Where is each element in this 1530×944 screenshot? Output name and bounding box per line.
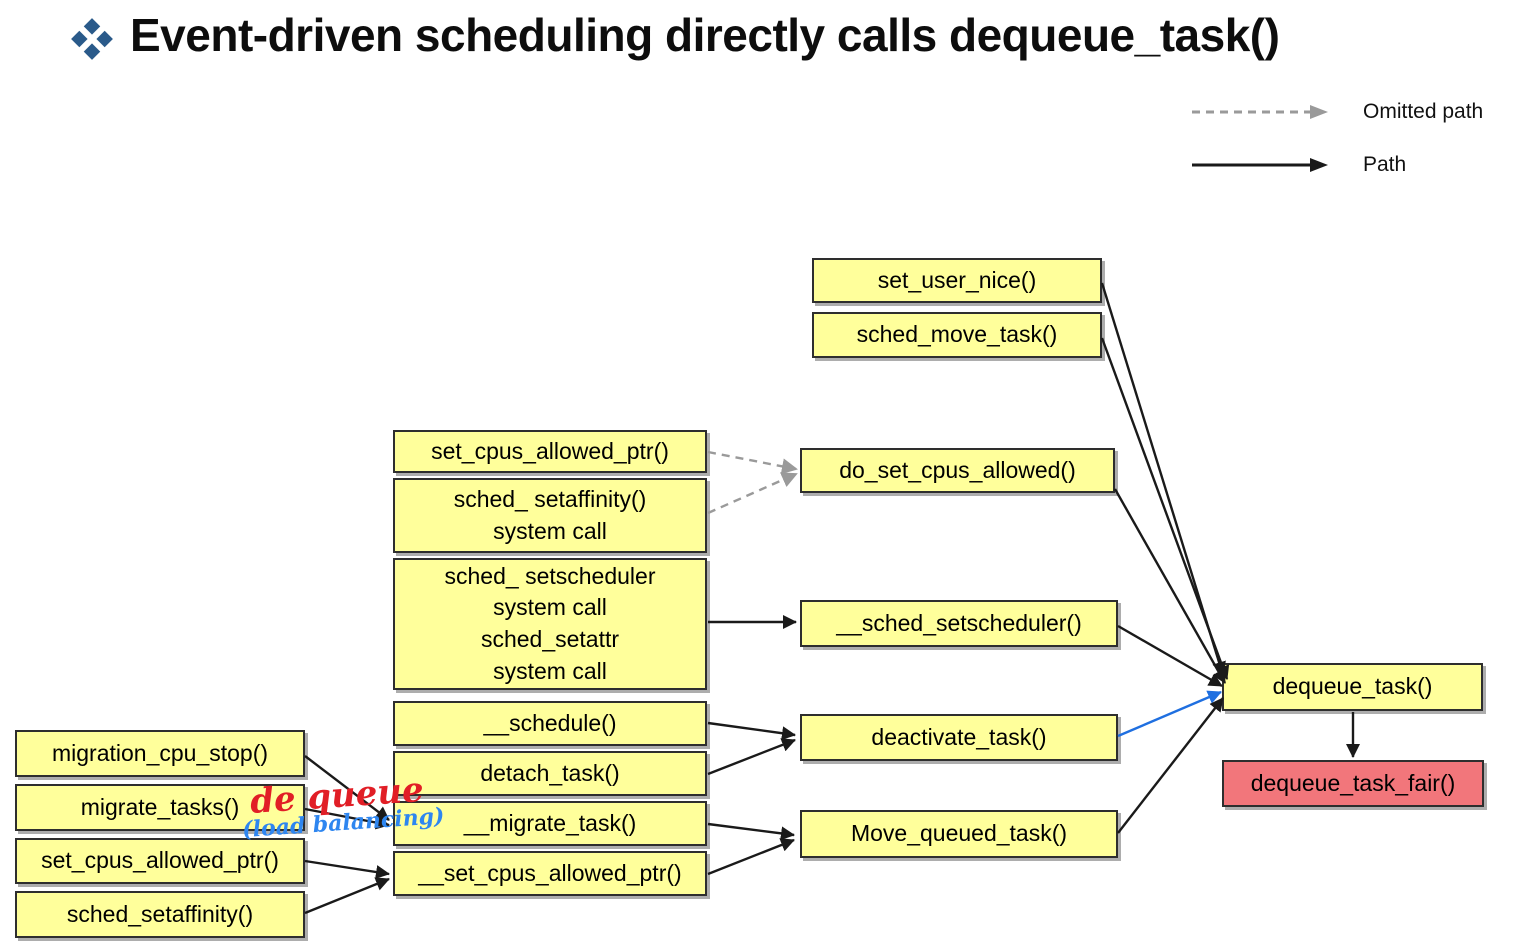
- edge-sched_setaffinity_left-to-__set_cpus_allowed_ptr: [304, 877, 390, 915]
- edge-migration_cpu_stop-to-__migrate_task: [304, 755, 390, 821]
- edge-set_cpus_allowed_ptr_mid-to-do_set_cpus_allowed: [707, 450, 798, 475]
- node-label: set_user_nice(): [877, 266, 1037, 293]
- legend-label: Path: [1363, 153, 1407, 176]
- edge-Move_queued_task-to-dequeue_task: [1117, 697, 1224, 834]
- node-dequeue_task_fair: dequeue_task_fair(): [1222, 760, 1484, 807]
- node-__migrate_task: __migrate_task(): [393, 801, 707, 846]
- node-set_cpus_allowed_ptr_left: set_cpus_allowed_ptr(): [15, 838, 305, 884]
- edge-detach_task-to-deactivate_task: [707, 738, 796, 776]
- node-sched_setscheduler_syscall: sched_ setscheduler system call sched_se…: [393, 558, 707, 690]
- four-diamonds-bullet-icon: [71, 18, 113, 60]
- edge-__set_cpus_allowed_ptr-to-Move_queued_task: [707, 838, 795, 876]
- slide-title: Event-driven scheduling directly calls d…: [70, 8, 1280, 62]
- edge-sched_move_task-to-dequeue_task: [1100, 337, 1230, 680]
- node-label: migration_cpu_stop(): [51, 739, 269, 766]
- node-label: dequeue_task(): [1272, 673, 1433, 700]
- node-sched_setaffinity_left: sched_setaffinity(): [15, 891, 305, 938]
- node-detach_task: detach_task(): [393, 751, 707, 796]
- node-deactivate_task: deactivate_task(): [800, 714, 1118, 761]
- edge-__migrate_task-to-Move_queued_task: [707, 822, 795, 841]
- edge-do_set_cpus_allowed-to-dequeue_task: [1113, 488, 1227, 684]
- node-migration_cpu_stop: migration_cpu_stop(): [15, 730, 305, 777]
- edge-sched_setaffinity_syscall-to-do_set_cpus_allowed: [707, 472, 798, 515]
- edge-set_user_nice-to-dequeue_task: [1100, 282, 1226, 676]
- node-migrate_tasks: migrate_tasks(): [15, 784, 305, 831]
- dashed-arrow-icon: [1192, 105, 1328, 119]
- node-label: set_cpus_allowed_ptr(): [431, 437, 669, 464]
- node-label: sched_ setscheduler system call sched_se…: [444, 562, 656, 684]
- node-sched_setaffinity_syscall: sched_ setaffinity() system call: [393, 478, 707, 553]
- node-label: __sched_setscheduler(): [836, 609, 1082, 636]
- solid-arrow-icon: [1192, 158, 1328, 172]
- edge-__schedule-to-deactivate_task: [707, 721, 796, 741]
- node-label: do_set_cpus_allowed(): [839, 456, 1076, 483]
- node-label: sched_setaffinity(): [66, 900, 254, 927]
- legend-label: Omitted path: [1363, 100, 1484, 123]
- node-dequeue_task: dequeue_task(): [1222, 663, 1483, 711]
- edge-deactivate_task-to-dequeue_task: [1117, 690, 1222, 738]
- node-sched_move_task: sched_move_task(): [812, 312, 1102, 358]
- node-label: __set_cpus_allowed_ptr(): [418, 859, 682, 886]
- node-label: Move_queued_task(): [850, 820, 1068, 847]
- page-title: Event-driven scheduling directly calls d…: [130, 9, 1280, 61]
- node-__sched_setscheduler: __sched_setscheduler(): [800, 600, 1118, 647]
- node-set_cpus_allowed_ptr_mid: set_cpus_allowed_ptr(): [393, 430, 707, 473]
- node-label: __migrate_task(): [463, 809, 637, 836]
- node-label: set_cpus_allowed_ptr(): [41, 847, 279, 874]
- node-__schedule: __schedule(): [393, 701, 707, 746]
- node-__set_cpus_allowed_ptr: __set_cpus_allowed_ptr(): [393, 851, 707, 896]
- node-label: deactivate_task(): [871, 723, 1047, 750]
- edge-set_cpus_allowed_ptr_left-to-__set_cpus_allowed_ptr: [304, 859, 390, 879]
- edge-__sched_setscheduler-to-dequeue_task: [1117, 624, 1223, 688]
- node-set_user_nice: set_user_nice(): [812, 258, 1102, 303]
- legend-item-path: Path: [1190, 147, 1483, 183]
- node-label: sched_ setaffinity() system call: [453, 485, 647, 544]
- node-label: sched_move_task(): [856, 321, 1058, 348]
- node-do_set_cpus_allowed: do_set_cpus_allowed(): [800, 448, 1115, 493]
- node-label: __schedule(): [483, 709, 617, 736]
- legend: Omitted path Path: [1190, 94, 1483, 200]
- node-Move_queued_task: Move_queued_task(): [800, 810, 1118, 858]
- edge-migrate_tasks-to-__migrate_task: [304, 807, 390, 830]
- node-label: detach_task(): [480, 759, 620, 786]
- node-label: dequeue_task_fair(): [1250, 769, 1456, 796]
- node-label: migrate_tasks(): [80, 793, 240, 820]
- legend-item-omitted-path: Omitted path: [1190, 94, 1483, 130]
